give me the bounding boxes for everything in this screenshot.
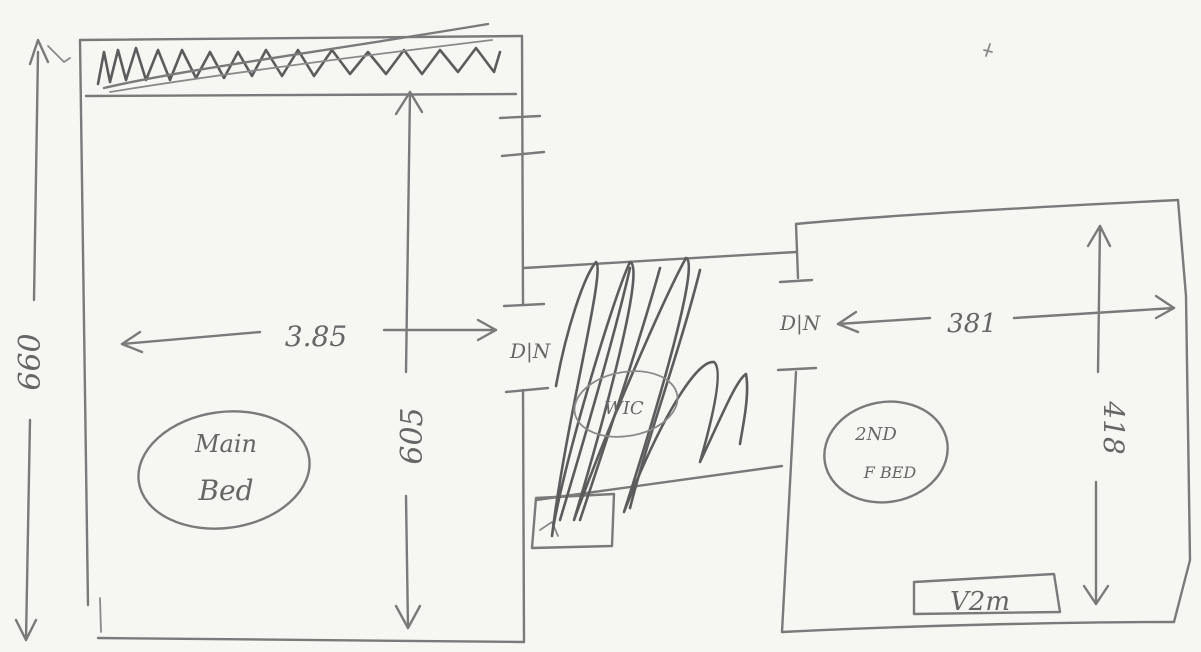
window-band-bottom — [84, 92, 518, 98]
second-bedroom-left-wall-upper — [794, 222, 800, 280]
main-height-arrow-top-icon — [394, 90, 424, 116]
second-bedroom-bottom-wall — [780, 620, 1176, 634]
second-bedroom-left-wall-lower — [780, 370, 798, 634]
main-bedroom-bottom-wall — [96, 636, 526, 644]
wic-cabinet-box — [530, 492, 616, 550]
main-bedroom-left-wall-stub — [99, 597, 102, 633]
vanity-label: V2m — [950, 587, 1010, 617]
wall-tick-1 — [498, 114, 542, 120]
main-bedroom-left-wall — [78, 38, 90, 607]
second-door-jamb-bottom — [776, 366, 818, 372]
stray-mark — [983, 43, 993, 57]
second-width-line-left — [836, 316, 932, 326]
main-width-dimension: 3.85 — [120, 318, 498, 354]
main-bed-ellipse — [137, 410, 311, 530]
second-height-line-upper — [1096, 224, 1102, 374]
main-height-arrow-bottom-icon — [394, 604, 422, 630]
main-bed-label-line2: Bed — [197, 474, 253, 507]
walk-in-closet: WIC — [522, 250, 798, 550]
door-jamb-bottom — [504, 386, 550, 394]
second-height-arrow-top-icon — [1086, 224, 1112, 248]
wic-hatch-scribble-2 — [558, 266, 702, 522]
second-bed-label-line1: 2ND — [854, 424, 897, 445]
overall-height-line-upper — [32, 50, 40, 302]
main-bedroom-right-wall-upper — [520, 34, 525, 307]
main-bed-label-group: Main Bed — [137, 410, 311, 530]
main-height-line-upper — [404, 90, 412, 374]
door-jamb-top — [502, 302, 546, 308]
main-bed-label-line1: Main — [194, 430, 257, 458]
wic-top-wall — [522, 250, 798, 270]
window-scribble-icon — [96, 46, 502, 86]
second-width-label: 381 — [947, 309, 997, 339]
second-width-line-right — [1012, 306, 1176, 320]
second-bedroom-right-wall — [1172, 198, 1192, 624]
overall-height-label: 660 — [13, 333, 48, 390]
wic-hatch-scribble-icon — [550, 256, 749, 538]
wic-label: WIC — [604, 398, 644, 419]
second-height-dimension: 418 — [1082, 224, 1130, 606]
wall-tick-2 — [500, 150, 546, 158]
overall-height-arrow-bottom-icon — [14, 618, 38, 642]
window-strike-line — [102, 22, 490, 90]
main-width-arrow-right-icon — [476, 318, 498, 342]
overall-height-line-lower — [24, 418, 32, 642]
overall-height-dimension: 660 — [13, 38, 71, 642]
second-bed-label-group: 2ND F BED — [823, 400, 949, 504]
overall-height-arrow-top-icon — [28, 38, 50, 66]
second-door-label: D|N — [779, 311, 822, 336]
second-door-jamb-top — [778, 278, 814, 284]
second-bed-ellipse — [823, 400, 949, 504]
main-width-arrow-left-icon — [120, 330, 144, 354]
main-bedroom — [78, 22, 550, 644]
wic-bottom-wall — [534, 464, 784, 502]
main-height-dimension: 605 — [394, 90, 430, 630]
second-height-arrow-bottom-icon — [1082, 584, 1110, 606]
wic-cabinet-inner — [539, 521, 559, 537]
second-width-arrow-left-icon — [836, 310, 860, 334]
wic-ellipse — [573, 370, 679, 438]
overall-height-pointer — [47, 45, 71, 63]
main-width-line-left — [120, 330, 262, 346]
main-bedroom-right-wall-lower — [521, 388, 526, 644]
second-width-arrow-right-icon — [1154, 294, 1176, 320]
main-height-line-lower — [404, 494, 410, 630]
main-bedroom-top-wall — [78, 34, 524, 42]
main-width-label: 3.85 — [285, 320, 347, 353]
main-door-label: D|N — [509, 339, 552, 364]
vanity-box — [912, 572, 1062, 616]
second-height-label: 418 — [1097, 400, 1130, 454]
window-strike-line-2 — [109, 39, 493, 93]
second-bed-label-line2: F BED — [863, 463, 917, 482]
second-bedroom-top-wall — [794, 198, 1180, 226]
main-height-label: 605 — [395, 407, 430, 464]
second-bedroom: V2m — [776, 198, 1192, 634]
second-width-dimension: 381 — [836, 294, 1176, 339]
